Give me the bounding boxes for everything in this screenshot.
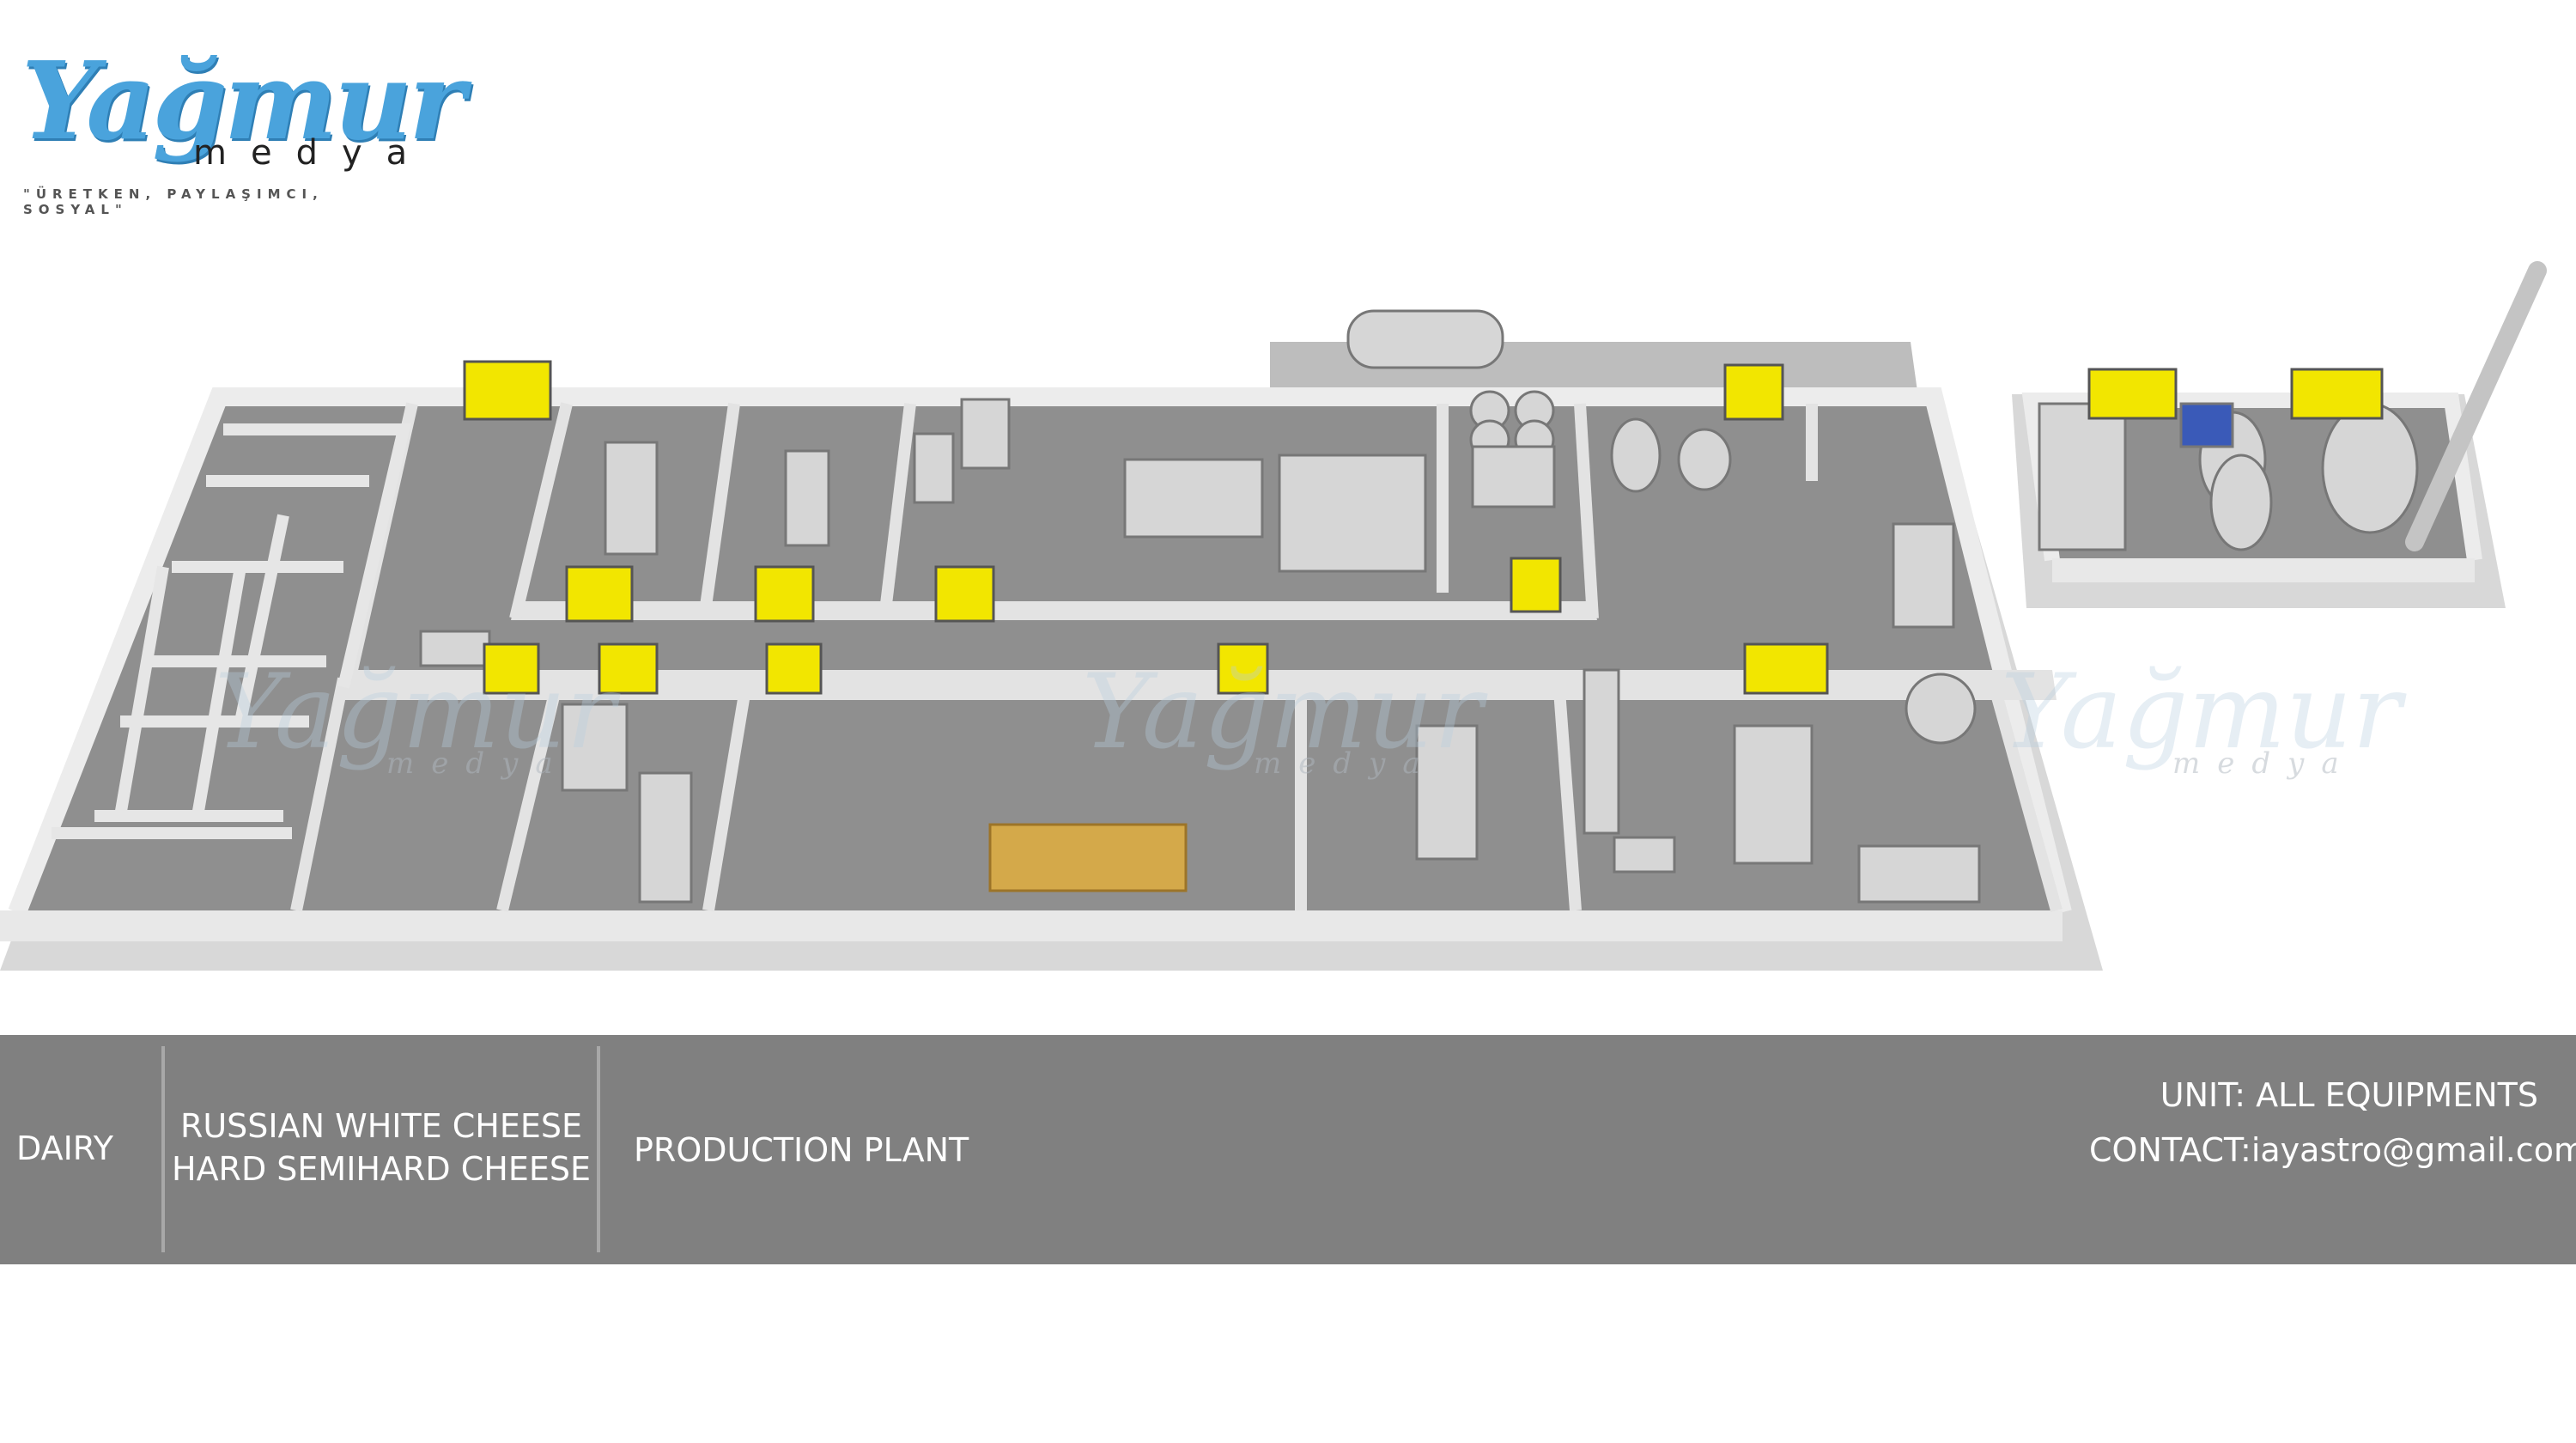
door: [598, 642, 659, 695]
door: [754, 565, 815, 623]
room-partitions: [290, 402, 2063, 912]
category-label: DAIRY: [16, 1129, 113, 1167]
yagmur-medya-logo: Yağmur medya "ÜRETKEN, PAYLAŞIMCI, SOSYA…: [21, 39, 465, 217]
packing-unit: [561, 703, 629, 792]
doors: [463, 360, 2384, 695]
door: [2290, 368, 2384, 420]
door: [565, 565, 634, 623]
unit-label: UNIT: ALL EQUIPMENTS: [2160, 1076, 2538, 1114]
svg-text:Yağmur: Yağmur: [1082, 653, 1488, 772]
right-building-front-wall: [2052, 558, 2475, 582]
chimney: [2405, 261, 2547, 551]
door: [2087, 368, 2178, 420]
svg-text:Yağmur: Yağmur: [2001, 653, 2407, 772]
product-line-1: RUSSIAN WHITE CHEESE: [179, 1107, 583, 1145]
logo-script-text: Yağmur: [21, 39, 465, 164]
door: [765, 642, 823, 695]
svg-text:medya: medya: [2172, 746, 2356, 781]
main-front-wall: [0, 910, 2063, 941]
watermarks: Yağmur medya Yağmur medya Yağmur medya: [215, 653, 2407, 781]
wooden-ripening-shelf: [988, 823, 1188, 892]
brine-tank: [1415, 724, 1479, 861]
door: [934, 565, 995, 623]
logo-sub-text: medya: [193, 133, 432, 173]
svg-text:medya: medya: [1254, 746, 1437, 781]
mould-press: [604, 441, 659, 556]
door: [483, 642, 540, 695]
door: [1743, 642, 1829, 695]
divider: [597, 1046, 600, 1252]
equipment: [419, 309, 2419, 904]
door: [1510, 557, 1562, 613]
door: [1217, 642, 1269, 695]
corridor-wall-upper: [511, 601, 1597, 620]
product-line-2: HARD SEMIHARD CHEESE: [171, 1150, 592, 1188]
contact-label: CONTACT:iayastro@gmail.com: [2089, 1131, 2576, 1169]
main-outer-wall: [8, 387, 2072, 916]
curd-table: [1733, 724, 1814, 865]
plant-title: PRODUCTION PLANT: [634, 1131, 969, 1169]
process-tank: [1610, 417, 1662, 493]
info-banner: DAIRY RUSSIAN WHITE CHEESE HARD SEMIHARD…: [0, 1035, 2576, 1264]
cheese-vat-line: [1278, 454, 1427, 573]
svg-text:medya: medya: [386, 746, 570, 781]
office-rooms: [52, 423, 411, 839]
door: [463, 360, 552, 421]
svg-text:Yağmur: Yağmur: [215, 653, 621, 772]
door: [1723, 363, 1784, 421]
logo-tagline: "ÜRETKEN, PAYLAŞIMCI, SOSYAL": [23, 186, 324, 217]
milk-reception-tank: [1346, 309, 1504, 369]
divider: [161, 1046, 165, 1252]
pasteurizer: [1123, 458, 1264, 539]
